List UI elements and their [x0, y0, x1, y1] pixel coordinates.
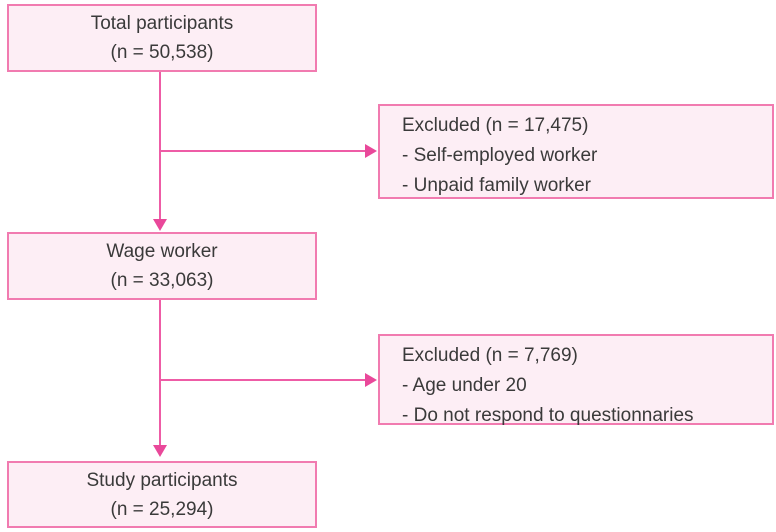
node-excluded-1: Excluded (n = 17,475) - Self-employed wo…	[378, 104, 774, 199]
excluded-item: - Do not respond to questionnaries	[402, 405, 694, 426]
arrowhead-down-icon	[153, 445, 167, 457]
arrowhead-right-icon	[365, 144, 377, 158]
node-study-participants: Study participants (n = 25,294)	[7, 461, 317, 528]
node-count: (n = 50,538)	[110, 42, 214, 63]
excluded-title: Excluded (n = 17,475)	[402, 115, 589, 136]
node-wage-worker: Wage worker (n = 33,063)	[7, 232, 317, 300]
node-excluded-2: Excluded (n = 7,769) - Age under 20 - Do…	[378, 334, 774, 426]
node-count: (n = 25,294)	[110, 498, 214, 520]
arrowhead-right-icon	[365, 373, 377, 387]
excluded-item: - Age under 20	[402, 375, 527, 396]
node-count: (n = 33,063)	[110, 270, 214, 291]
excluded-title: Excluded (n = 7,769)	[402, 345, 578, 366]
node-label: Wage worker	[106, 241, 218, 262]
excluded-item: - Self-employed worker	[402, 145, 598, 166]
node-label: Total participants	[90, 13, 234, 34]
node-total-participants: Total participants (n = 50,538)	[7, 4, 317, 72]
arrowhead-down-icon	[153, 219, 167, 231]
node-label: Study participants	[86, 469, 238, 491]
excluded-item: - Unpaid family worker	[402, 175, 591, 196]
